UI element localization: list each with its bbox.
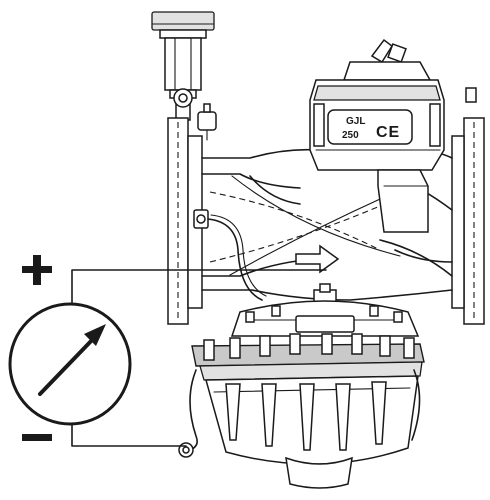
plus-sign-icon: [22, 255, 52, 285]
signal-line-plus: [71, 269, 327, 305]
nameplate: [327, 109, 413, 145]
minus-sign-icon: [22, 434, 52, 441]
flange-bolts: [203, 333, 415, 361]
signal-line-minus: [71, 423, 187, 447]
nameplate-rating-text: 250: [342, 130, 359, 141]
ce-mark: CE: [376, 124, 400, 141]
nameplate-material-text: GJL: [346, 116, 365, 127]
bonnet-actuator: GJL 250 CE: [309, 38, 445, 233]
pressure-gauge-schematic: [8, 255, 327, 447]
flow-direction-arrow-icon: [295, 244, 340, 274]
pilot-valve-assembly: [151, 11, 217, 141]
valve-body: [167, 87, 485, 325]
diaphragm-chamber: [178, 283, 425, 489]
bowl-ribs: [225, 381, 387, 451]
gauge-needle-arrow-icon: [38, 324, 106, 396]
